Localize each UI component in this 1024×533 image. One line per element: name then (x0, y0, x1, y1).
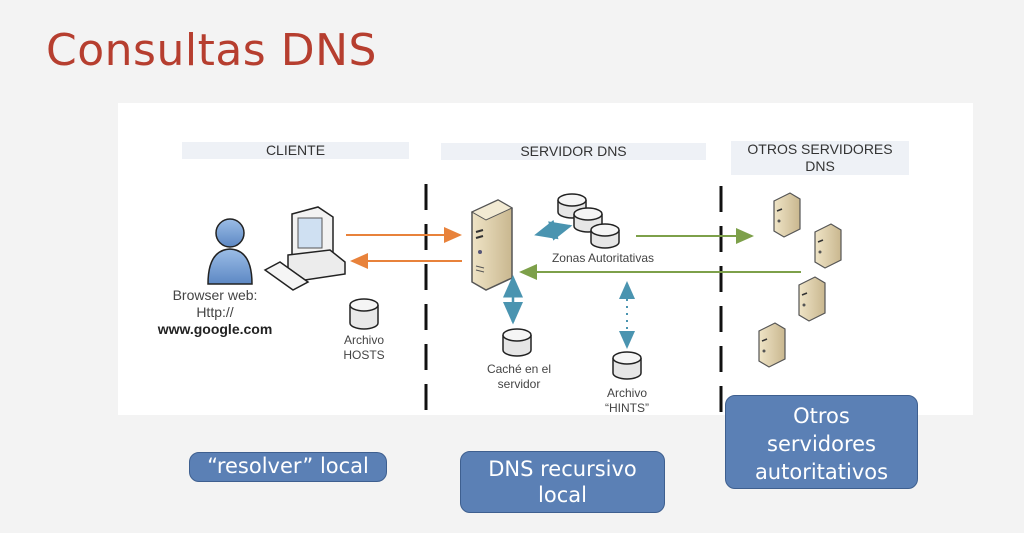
other-server-icon-2 (814, 223, 842, 269)
cache-label-line1: Caché en el (486, 362, 552, 376)
hints-file-icon (612, 351, 642, 380)
user-icon (207, 218, 253, 285)
browser-label: Browser web: Http:// www.google.com (150, 287, 280, 338)
other-server-icon-3 (798, 276, 826, 322)
cache-database-icon (502, 328, 532, 357)
hosts-file-label: Archivo HOSTS (334, 333, 394, 363)
hints-label-line1: Archivo (606, 386, 647, 400)
hosts-label-line1: Archivo (343, 333, 384, 347)
hosts-label-line2: HOSTS (343, 348, 385, 362)
column-header-label: OTROS SERVIDORES (747, 141, 893, 157)
slide-title: Consultas DNS (46, 25, 377, 76)
other-server-icon-4 (758, 322, 786, 368)
dns-server-icon (470, 199, 514, 291)
computer-icon (263, 206, 346, 291)
browser-url: www.google.com (157, 321, 273, 337)
column-header-cliente: CLIENTE (182, 142, 409, 159)
callout-otros-servidores: Otros servidores autoritativos (725, 395, 918, 489)
callout-auth-line1: Otros (793, 404, 850, 428)
callout-recursive-line1: DNS recursivo (488, 457, 637, 481)
callout-recursive-line2: local (538, 483, 587, 507)
hints-file-label: Archivo “HINTS” (592, 386, 662, 416)
cache-label: Caché en el servidor (474, 362, 564, 392)
hosts-file-icon (349, 298, 379, 330)
callout-dns-recursivo: DNS recursivo local (460, 451, 665, 513)
hints-label-line2: “HINTS” (605, 401, 649, 415)
column-header-servidor-dns: SERVIDOR DNS (441, 143, 706, 160)
zones-link-arrow (534, 219, 573, 241)
cache-label-line2: servidor (497, 377, 541, 391)
column-header-label: DNS (805, 158, 835, 174)
other-server-icon-1 (773, 192, 801, 238)
callout-auth-line2: servidores (767, 432, 876, 456)
callout-auth-line3: autoritativos (754, 460, 889, 484)
browser-label-line1: Browser web: (172, 287, 258, 303)
zones-label: Zonas Autoritativas (551, 251, 655, 265)
column-header-label: CLIENTE (265, 142, 326, 158)
callout-resolver-local: “resolver” local (189, 452, 387, 482)
zones-database-icon (557, 193, 620, 249)
browser-label-line2: Http:// (196, 304, 234, 320)
column-header-otros-servidores: OTROS SERVIDORES DNS (731, 141, 909, 175)
callout-resolver-text: “resolver” local (207, 454, 369, 478)
column-header-label: SERVIDOR DNS (520, 143, 627, 159)
